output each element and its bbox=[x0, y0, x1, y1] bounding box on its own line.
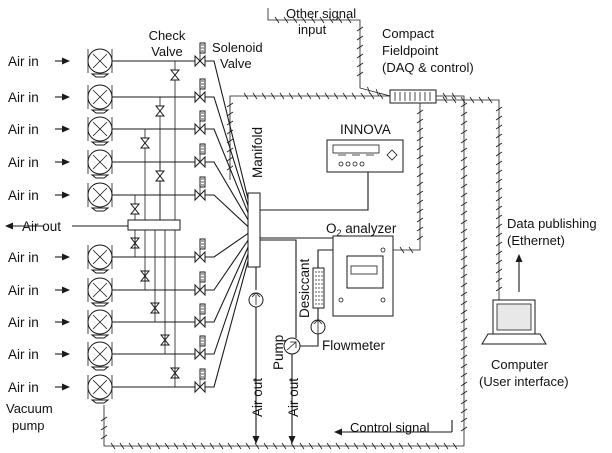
control-signal-label: Control signal bbox=[350, 420, 430, 435]
solenoid-valve-icon bbox=[194, 238, 206, 264]
manifold-label: Manifold bbox=[250, 127, 265, 178]
pump-label: Pump bbox=[271, 335, 286, 370]
air-out-left: Air out bbox=[5, 219, 181, 234]
vacuum-pump-icon bbox=[87, 374, 113, 404]
air-out-pump-label: Air out bbox=[286, 378, 301, 417]
manifold-to-innova-line bbox=[260, 172, 369, 211]
channel-5: Air in bbox=[8, 176, 249, 227]
air-in-label: Air in bbox=[8, 380, 39, 395]
flowmeter-icon bbox=[310, 319, 326, 335]
manifold-to-pump-line bbox=[260, 239, 297, 338]
solenoid-valve-icon bbox=[194, 143, 206, 169]
computer-label-2: (User interface) bbox=[479, 374, 569, 389]
check-valve-icon bbox=[169, 69, 181, 81]
o2-analyzer: O2 analyzer bbox=[326, 221, 397, 317]
solenoid-valve-label-2: Valve bbox=[220, 56, 252, 71]
solenoid-valve-icon bbox=[194, 303, 206, 329]
air-in-label: Air in bbox=[8, 54, 39, 69]
solenoid-valve-icon bbox=[194, 335, 206, 361]
air-in-label: Air in bbox=[8, 283, 39, 298]
o2-analyzer-display bbox=[346, 255, 384, 289]
flowmeter-left-icon bbox=[248, 292, 264, 308]
solenoid-valve-label-1: Solenoid bbox=[212, 40, 263, 55]
compact-fieldpoint: Compact Fieldpoint (DAQ & control) bbox=[382, 26, 474, 104]
check-valve-icon bbox=[154, 170, 166, 182]
solenoid-valve-icon bbox=[194, 110, 206, 136]
signal-cables bbox=[100, 8, 503, 450]
channel-2: Air in bbox=[8, 78, 249, 220]
other-signal-label-1: Other signal bbox=[286, 6, 356, 21]
vacuum-pump-icon bbox=[87, 149, 113, 179]
channel-3: Air in bbox=[8, 110, 249, 220]
solenoid-valve-icon bbox=[194, 368, 206, 394]
solenoid-valve-icon bbox=[194, 176, 206, 202]
channel-9: Air in bbox=[8, 230, 249, 371]
channel-4: Air in bbox=[8, 143, 249, 220]
fieldpoint-body bbox=[389, 89, 437, 104]
channel-1: Air in bbox=[8, 42, 249, 220]
vacuum-pump-label-1: Vacuum bbox=[6, 401, 53, 416]
air-in-label: Air in bbox=[8, 122, 39, 137]
other-signal-label-2: input bbox=[298, 22, 327, 37]
sampling-channels: Air in Air in Air in Air in Air in Air in Air … bbox=[8, 42, 249, 404]
air-in-label: Air in bbox=[8, 315, 39, 330]
flowmeter-label: Flowmeter bbox=[322, 338, 386, 353]
computer-label-1: Computer bbox=[491, 357, 549, 372]
vacuum-pump-icon bbox=[87, 341, 113, 371]
desiccant-fill bbox=[315, 271, 323, 305]
vacuum-pump-icon bbox=[87, 84, 113, 114]
channel-6: Air in bbox=[8, 230, 249, 274]
air-in-label: Air in bbox=[8, 188, 39, 203]
check-valve-label-1: Check bbox=[149, 28, 186, 43]
o2-analyzer-label: O2 analyzer bbox=[326, 221, 397, 238]
check-valve-icon bbox=[154, 105, 166, 117]
desiccant-label: Desiccant bbox=[297, 258, 312, 318]
solenoid-valve-icon bbox=[194, 78, 206, 104]
check-valve-label-2: Valve bbox=[151, 44, 183, 59]
check-valve-icon bbox=[129, 203, 141, 215]
solenoid-valve-icon bbox=[194, 271, 206, 297]
laptop-icon bbox=[481, 299, 547, 345]
vacuum-pump-icon bbox=[87, 116, 113, 146]
manifold: Manifold bbox=[247, 127, 265, 268]
manifold-body bbox=[247, 192, 261, 268]
innova-analyzer: INNOVA bbox=[326, 122, 404, 173]
channel-7: Air in bbox=[8, 230, 249, 307]
vacuum-pump-icon bbox=[87, 309, 113, 339]
air-in-label: Air in bbox=[8, 347, 39, 362]
fieldpoint-label-3: (DAQ & control) bbox=[382, 60, 474, 75]
air-in-label: Air in bbox=[8, 250, 39, 265]
vacuum-pump-icon bbox=[87, 277, 113, 307]
channel-10: Air in bbox=[8, 230, 249, 404]
solenoid-valve-icon bbox=[194, 42, 206, 68]
vacuum-pump-icon bbox=[87, 244, 113, 274]
air-out-manifold-label: Air out bbox=[250, 378, 265, 417]
exhaust-header bbox=[127, 219, 181, 231]
data-publishing-label-1: Data publishing bbox=[507, 216, 597, 231]
vacuum-pump-icon bbox=[87, 182, 113, 212]
data-publishing-label-2: (Ethernet) bbox=[507, 233, 565, 248]
channel-8: Air in bbox=[8, 230, 249, 339]
sample-pump: Pump bbox=[271, 335, 301, 370]
vacuum-pump-icon bbox=[87, 48, 113, 78]
vacuum-pump-label-2: pump bbox=[12, 418, 45, 433]
fieldpoint-label-1: Compact bbox=[382, 26, 434, 41]
air-in-label: Air in bbox=[8, 90, 39, 105]
fieldpoint-label-2: Fieldpoint bbox=[382, 43, 439, 58]
check-valve-icon bbox=[139, 137, 151, 149]
innova-label: INNOVA bbox=[340, 122, 391, 137]
air-out-left-label: Air out bbox=[22, 219, 61, 234]
air-in-label: Air in bbox=[8, 155, 39, 170]
